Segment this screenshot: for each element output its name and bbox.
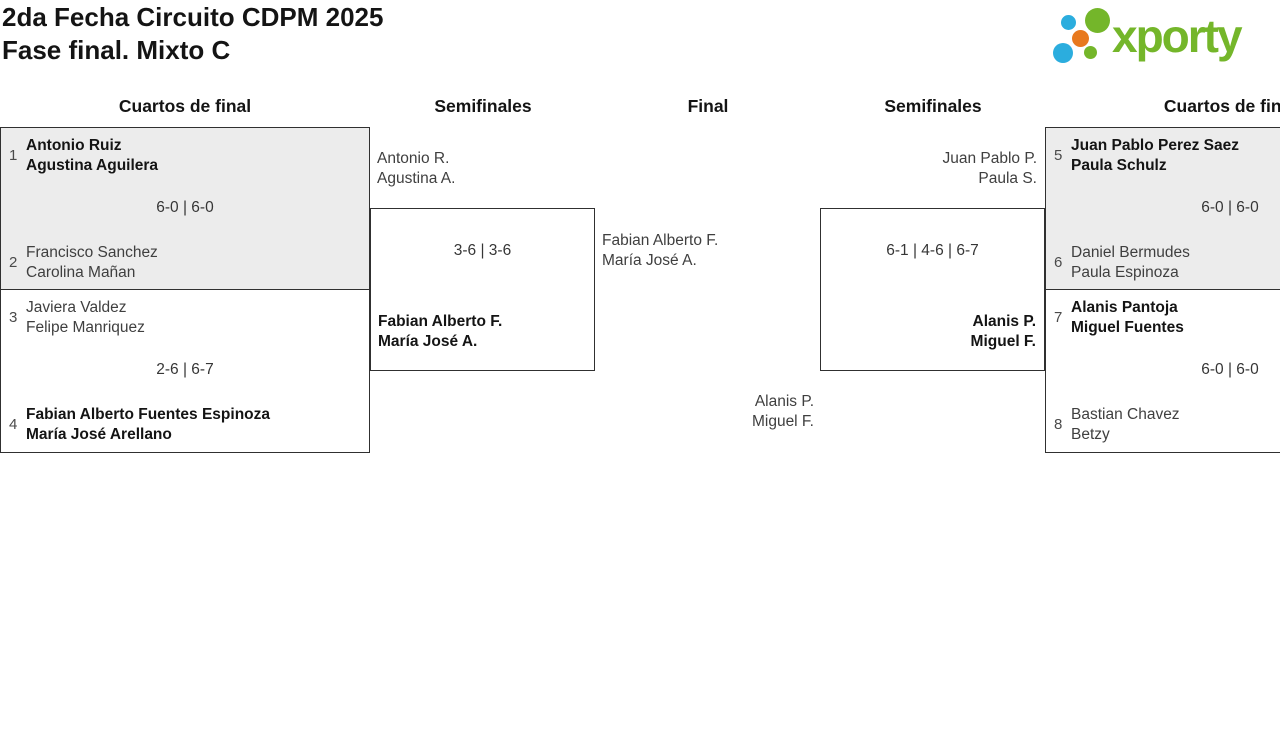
round-label-final: Final: [687, 96, 729, 116]
round-label-quarterfinals-right: Cuartos de final: [1163, 96, 1280, 116]
final-team-left: Fabian Alberto F. María José A.: [602, 231, 718, 270]
team-names-winner: Fabian Alberto Fuentes Espinoza María Jo…: [26, 405, 270, 444]
team-names-winner: Antonio Ruiz Agustina Aguilera: [26, 136, 158, 175]
seed-number: 7: [1054, 309, 1063, 326]
logo-dot-green-large-icon: [1085, 8, 1110, 33]
team-names-winner: Fabian Alberto F. María José A.: [378, 312, 502, 351]
team-names: Daniel Bermudes Paula Espinoza: [1071, 243, 1190, 282]
phase-category: Fase final. Mixto C: [2, 35, 231, 65]
seed-number: 8: [1054, 416, 1063, 433]
seed-number: 4: [9, 416, 18, 433]
player-name: Bastian Chavez: [1071, 406, 1180, 423]
player-name: Carolina Mañan: [26, 263, 136, 281]
logo-dot-blue-large-icon: [1053, 43, 1073, 63]
player-name: Alanis P.: [972, 313, 1036, 330]
sf-right-top-team: Juan Pablo P. Paula S.: [942, 149, 1037, 188]
match-box-sf-left: 3-6 | 3-6 Fabian Alberto F. María José A…: [370, 208, 595, 371]
match-score: 2-6 | 6-7: [156, 361, 214, 378]
player-name: Miguel F.: [751, 412, 814, 430]
player-name: Francisco Sanchez: [26, 244, 158, 261]
seed-number: 1: [9, 147, 18, 164]
player-name: Paula S.: [978, 169, 1037, 187]
xporty-logo[interactable]: xporty: [1048, 0, 1280, 74]
player-name: Agustina Aguilera: [26, 156, 159, 174]
player-name: Betzy: [1071, 425, 1110, 443]
player-name: Daniel Bermudes: [1071, 244, 1190, 261]
seed-number: 2: [9, 254, 18, 271]
match-score: 6-0 | 6-0: [1201, 199, 1259, 216]
match-box-qf-left-bottom: 3 Javiera Valdez Felipe Manriquez 2-6 | …: [0, 289, 370, 453]
team-names-winner: Alanis Pantoja Miguel Fuentes: [1071, 298, 1184, 337]
logo-dot-orange-icon: [1072, 30, 1089, 47]
sf-left-top-team: Antonio R. Agustina A.: [377, 149, 455, 188]
player-name: Paula Schulz: [1071, 156, 1167, 174]
player-name: Miguel F.: [970, 332, 1036, 350]
match-box-qf-left-top: 1 Antonio Ruiz Agustina Aguilera 6-0 | 6…: [0, 127, 370, 290]
page-title: 2da Fecha Circuito CDPM 2025 Fase final.…: [2, 1, 383, 67]
round-label-semifinals-left: Semifinales: [434, 96, 532, 116]
logo-wordmark: xporty: [1112, 10, 1243, 62]
player-name: Juan Pablo P.: [942, 150, 1037, 167]
player-name: Felipe Manriquez: [26, 318, 145, 336]
team-names-winner: Alanis P. Miguel F.: [971, 312, 1036, 351]
player-name: Fabian Alberto Fuentes Espinoza: [26, 406, 271, 423]
seed-number: 3: [9, 309, 18, 326]
player-name: María José A.: [378, 332, 478, 350]
player-name: Alanis Pantoja: [1071, 299, 1178, 316]
logo-dot-blue-small-icon: [1061, 15, 1076, 30]
player-name: María José A.: [602, 251, 697, 269]
player-name: Javiera Valdez: [26, 299, 127, 316]
final-team-right: Alanis P. Miguel F.: [752, 392, 814, 431]
player-name: Fabian Alberto F.: [602, 232, 719, 249]
tournament-name: 2da Fecha Circuito CDPM 2025: [2, 2, 384, 32]
team-names: Francisco Sanchez Carolina Mañan: [26, 243, 158, 282]
round-label-quarterfinals-left: Cuartos de final: [118, 96, 252, 116]
player-name: María José Arellano: [26, 425, 172, 443]
player-name: Miguel Fuentes: [1071, 318, 1184, 336]
team-names: Bastian Chavez Betzy: [1071, 405, 1180, 444]
logo-dot-green-small-icon: [1084, 46, 1097, 59]
match-box-qf-right-bottom: 7 Alanis Pantoja Miguel Fuentes 6-0 | 6-…: [1045, 289, 1280, 453]
player-name: Fabian Alberto F.: [378, 313, 503, 330]
player-name: Paula Espinoza: [1071, 263, 1179, 281]
match-score: 3-6 | 3-6: [453, 242, 512, 259]
player-name: Antonio R.: [377, 150, 450, 167]
player-name: Antonio Ruiz: [26, 137, 122, 154]
match-box-sf-right: 6-1 | 4-6 | 6-7 Alanis P. Miguel F.: [820, 208, 1045, 371]
round-label-semifinals-right: Semifinales: [884, 96, 982, 116]
team-names-winner: Juan Pablo Perez Saez Paula Schulz: [1071, 136, 1239, 175]
seed-number: 6: [1054, 254, 1063, 271]
match-score: 6-1 | 4-6 | 6-7: [886, 242, 979, 259]
team-names: Javiera Valdez Felipe Manriquez: [26, 298, 145, 337]
match-score: 6-0 | 6-0: [156, 199, 214, 216]
match-box-qf-right-top: 5 Juan Pablo Perez Saez Paula Schulz 6-0…: [1045, 127, 1280, 290]
seed-number: 5: [1054, 147, 1063, 164]
player-name: Juan Pablo Perez Saez: [1071, 137, 1239, 154]
player-name: Agustina A.: [377, 169, 456, 187]
player-name: Alanis P.: [754, 393, 814, 410]
match-score: 6-0 | 6-0: [1201, 361, 1259, 378]
